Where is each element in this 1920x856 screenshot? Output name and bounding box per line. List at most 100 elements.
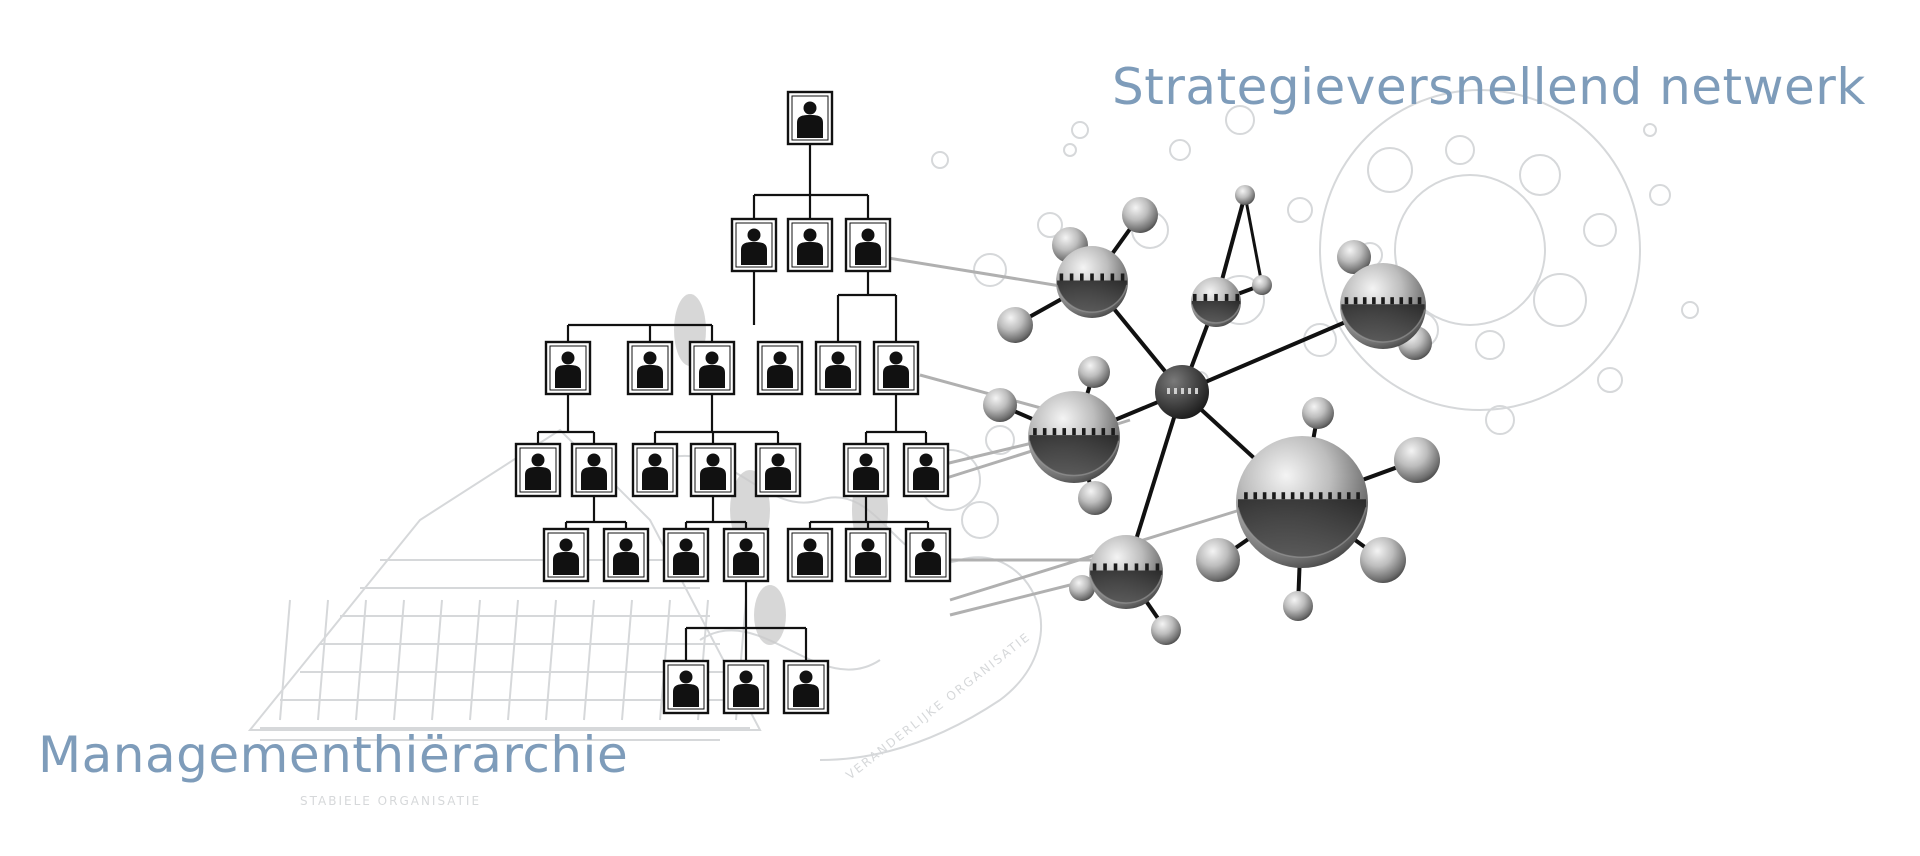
person-head bbox=[803, 228, 817, 242]
sketch-grid-line bbox=[355, 599, 367, 721]
sphere-person-mark bbox=[1081, 428, 1086, 436]
person-body bbox=[825, 365, 851, 388]
person-body bbox=[733, 684, 759, 707]
person-head bbox=[861, 228, 875, 242]
person-silhouette-icon bbox=[855, 228, 881, 265]
sphere-body bbox=[1122, 197, 1158, 233]
person-body bbox=[765, 467, 791, 490]
sphere-person-mark bbox=[1110, 273, 1115, 281]
person-head bbox=[619, 538, 633, 552]
sketch-cell bbox=[1225, 105, 1255, 135]
sphere-body bbox=[1360, 537, 1406, 583]
person-body bbox=[555, 365, 581, 388]
person-head bbox=[889, 351, 903, 365]
sketch-grid-line bbox=[545, 599, 557, 721]
person-body bbox=[797, 552, 823, 575]
network-satellite-node bbox=[1283, 591, 1313, 621]
network-satellite-node bbox=[1069, 575, 1095, 601]
sphere-rim bbox=[1028, 440, 1120, 477]
person-silhouette-icon bbox=[741, 228, 767, 265]
sphere-person-mark bbox=[1337, 492, 1342, 500]
sketch-curve bbox=[699, 629, 881, 671]
person-body bbox=[700, 467, 726, 490]
sphere-person-mark bbox=[1399, 297, 1404, 305]
person-silhouette-icon bbox=[613, 538, 639, 575]
person-body bbox=[581, 467, 607, 490]
person-head bbox=[803, 101, 817, 115]
hub-person-mark bbox=[1167, 388, 1170, 394]
org-member-l3-6 bbox=[872, 340, 920, 396]
org-member-l5-6 bbox=[844, 527, 892, 583]
network-satellite-node bbox=[983, 388, 1017, 422]
hub-person-mark bbox=[1181, 388, 1184, 394]
network-satellite-node bbox=[1235, 185, 1255, 205]
network-node-1 bbox=[1056, 246, 1128, 318]
sphere-person-mark bbox=[1192, 293, 1197, 301]
sketch-cell bbox=[973, 253, 1007, 287]
sphere-person-mark bbox=[1328, 492, 1332, 500]
person-head bbox=[679, 538, 693, 552]
sketch-cell-large bbox=[1319, 89, 1641, 411]
person-silhouette-icon bbox=[555, 351, 581, 388]
sketch-cell bbox=[1394, 174, 1546, 326]
sphere-rim bbox=[1089, 574, 1163, 604]
sphere-person-mark bbox=[1309, 492, 1314, 500]
person-head bbox=[771, 453, 785, 467]
person-silhouette-icon bbox=[733, 538, 759, 575]
person-head bbox=[679, 670, 693, 684]
sphere-person-mark bbox=[1244, 492, 1248, 500]
network-satellite-node bbox=[1394, 437, 1440, 483]
sphere-rim bbox=[1237, 507, 1367, 558]
sphere-person-mark bbox=[1235, 293, 1240, 301]
org-member-l4-4 bbox=[689, 442, 737, 498]
network-node-3 bbox=[1340, 263, 1426, 349]
sketch-cell bbox=[1597, 367, 1623, 393]
org-member-l6-1 bbox=[662, 659, 710, 715]
person-head bbox=[773, 351, 787, 365]
sphere-rim bbox=[1191, 303, 1241, 324]
sketch-shadow-blob bbox=[754, 585, 786, 645]
network-satellite-node bbox=[1196, 538, 1240, 582]
person-silhouette-icon bbox=[700, 453, 726, 490]
org-box-inner bbox=[761, 345, 799, 391]
org-box-inner bbox=[607, 532, 645, 578]
org-member-l4-2 bbox=[570, 442, 618, 498]
sphere-person-mark bbox=[1356, 492, 1360, 500]
person-silhouette-icon bbox=[793, 670, 819, 707]
person-body bbox=[915, 552, 941, 575]
person-head bbox=[739, 538, 753, 552]
sphere-person-mark bbox=[1092, 563, 1097, 571]
sphere-person-mark bbox=[1353, 297, 1358, 305]
person-silhouette-icon bbox=[733, 670, 759, 707]
sketch-cell bbox=[1533, 273, 1587, 327]
sphere-person-mark bbox=[1272, 492, 1276, 500]
person-body bbox=[797, 115, 823, 138]
sphere-person-mark bbox=[1069, 273, 1074, 281]
person-head bbox=[859, 453, 873, 467]
sphere-person-mark bbox=[1062, 428, 1067, 436]
person-head bbox=[803, 538, 817, 552]
person-body bbox=[855, 242, 881, 265]
person-body bbox=[793, 684, 819, 707]
sphere-band bbox=[1341, 304, 1425, 342]
sphere-person-mark bbox=[1281, 492, 1286, 500]
sphere-person-mark bbox=[1344, 297, 1349, 305]
person-body bbox=[553, 552, 579, 575]
sphere-person-mark bbox=[1080, 273, 1084, 281]
background-sketch bbox=[247, 89, 1699, 761]
sphere-person-mark bbox=[1134, 563, 1139, 571]
person-body bbox=[767, 365, 793, 388]
network-node-6 bbox=[1089, 535, 1163, 609]
sphere-person-mark bbox=[1224, 293, 1229, 301]
org-box-inner bbox=[727, 532, 765, 578]
person-head bbox=[747, 228, 761, 242]
org-member-l4-3 bbox=[631, 442, 679, 498]
sphere-person-mark bbox=[1059, 273, 1064, 281]
person-silhouette-icon bbox=[553, 538, 579, 575]
org-member-l6-2 bbox=[722, 659, 770, 715]
sphere-body bbox=[1337, 240, 1371, 274]
sphere-person-mark bbox=[1390, 297, 1394, 305]
sketch-cell bbox=[1681, 301, 1699, 319]
sphere-person-mark bbox=[1408, 297, 1413, 305]
